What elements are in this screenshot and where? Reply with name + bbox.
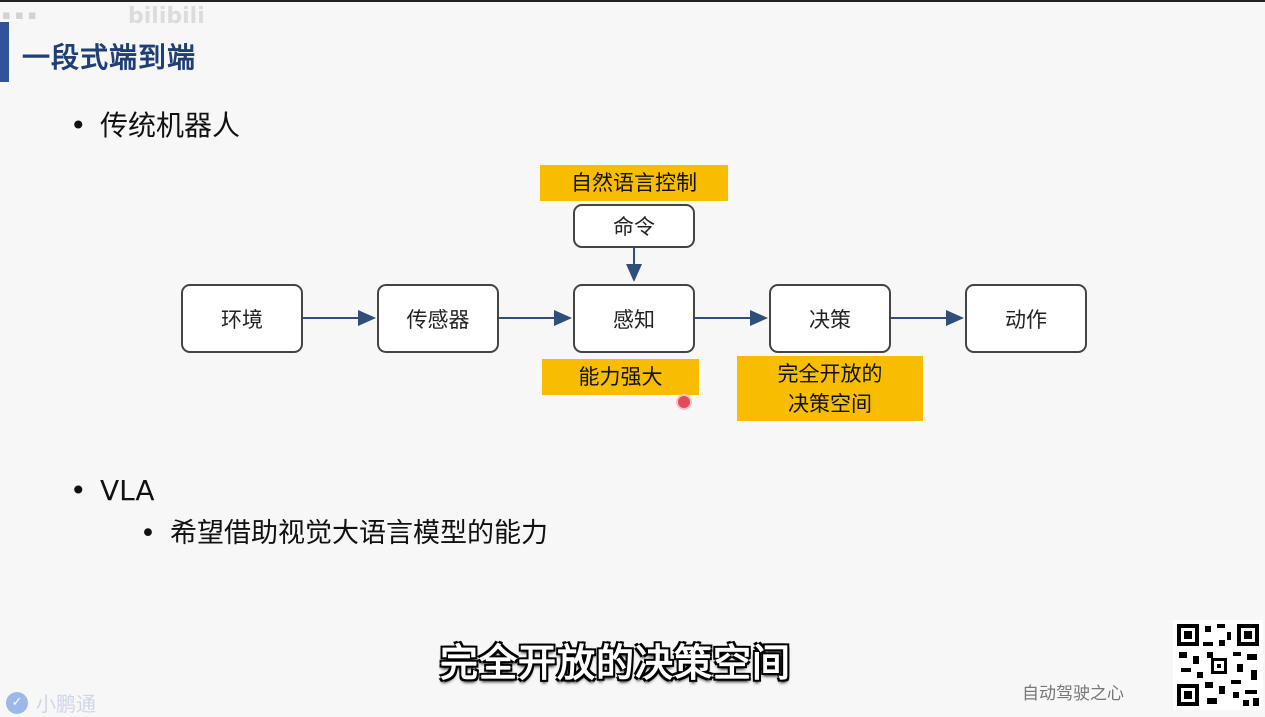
bullet-dot: • xyxy=(140,518,156,549)
top-border xyxy=(0,0,1265,2)
bullet-text: VLA xyxy=(100,474,155,507)
slide-title: 一段式端到端 xyxy=(22,41,197,74)
top-left-watermark: ▪ ▪ ▪ xyxy=(2,8,37,23)
node-sensor: 传感器 xyxy=(377,284,499,353)
qr-code-icon xyxy=(1173,620,1263,710)
highlight-natural-language-control: 自然语言控制 xyxy=(540,165,728,201)
bilibili-watermark: bilibili xyxy=(128,4,205,29)
channel-watermark: 自动驾驶之心 xyxy=(1022,684,1124,704)
node-decision: 决策 xyxy=(769,284,891,353)
bottom-left-logo: ✓ 小鹏通 xyxy=(6,688,96,717)
bullet-text: 希望借助视觉大语言模型的能力 xyxy=(170,518,548,549)
highlight-strong-capability: 能力强大 xyxy=(542,359,699,395)
node-command: 命令 xyxy=(573,204,695,248)
logo-text: 小鹏通 xyxy=(36,692,96,716)
highlight-line-2: 决策空间 xyxy=(788,391,872,416)
bullet-traditional-robot: • 传统机器人 xyxy=(70,104,240,144)
logo-icon: ✓ xyxy=(6,691,28,714)
bullet-dot: • xyxy=(70,109,87,142)
sub-bullet-vlm: • 希望借助视觉大语言模型的能力 xyxy=(140,511,548,550)
highlight-line-1: 完全开放的 xyxy=(777,361,883,386)
bullet-vla: • VLA xyxy=(70,474,155,507)
node-environment: 环境 xyxy=(181,284,303,353)
title-accent-bar xyxy=(0,22,9,82)
video-subtitle: 完全开放的决策空间 xyxy=(440,641,792,685)
highlight-open-decision-space: 完全开放的 决策空间 xyxy=(737,356,923,421)
bullet-dot: • xyxy=(70,474,87,507)
node-perception: 感知 xyxy=(573,284,695,353)
bullet-text: 传统机器人 xyxy=(100,109,241,142)
laser-pointer-icon xyxy=(678,396,690,408)
node-action: 动作 xyxy=(965,284,1087,353)
